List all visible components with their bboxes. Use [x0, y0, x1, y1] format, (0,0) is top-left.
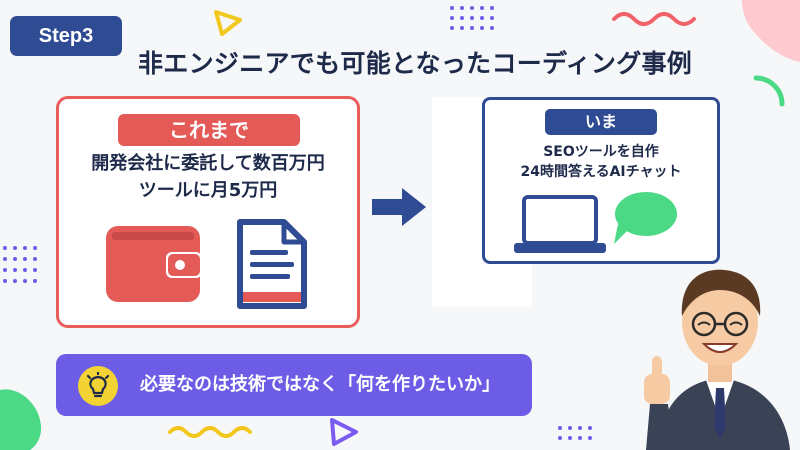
yellow-squiggle-shape — [168, 426, 252, 438]
before-text-line2: ツールに月5万円 — [138, 180, 278, 201]
after-text-line2: 24時間答えるAIチャット — [520, 164, 682, 180]
dot-grid-top — [450, 6, 494, 30]
after-label: いま — [545, 109, 657, 135]
yellow-triangle-shape — [214, 10, 242, 36]
before-text-line1: 開発会社に委託して数百万円 — [91, 153, 325, 174]
wallet-icon — [106, 226, 202, 302]
dot-grid-bottom — [558, 426, 592, 440]
chat-bubble-icon — [614, 192, 677, 244]
after-text-line1: SEOツールを自作 — [543, 144, 659, 160]
step-badge: Step3 — [10, 16, 122, 56]
pink-blob-shape — [742, 0, 800, 62]
presenter-illustration — [644, 269, 790, 450]
lightbulb-icon — [86, 372, 110, 398]
dot-grid-left — [3, 246, 37, 283]
before-label: これまで — [118, 114, 300, 146]
arrow-right-icon — [372, 188, 426, 226]
green-arc-shape — [753, 75, 785, 107]
message-bar — [56, 354, 532, 416]
coral-squiggle-shape — [612, 12, 696, 26]
slide-title: 非エンジニアでも可能となったコーディング事例 — [138, 49, 693, 78]
purple-triangle-shape — [330, 418, 358, 446]
green-blob-shape — [0, 389, 42, 450]
message-text: 必要なのは技術ではなく「何を作りたいか」 — [140, 374, 500, 395]
document-icon — [237, 219, 307, 309]
laptop-icon — [514, 195, 606, 253]
